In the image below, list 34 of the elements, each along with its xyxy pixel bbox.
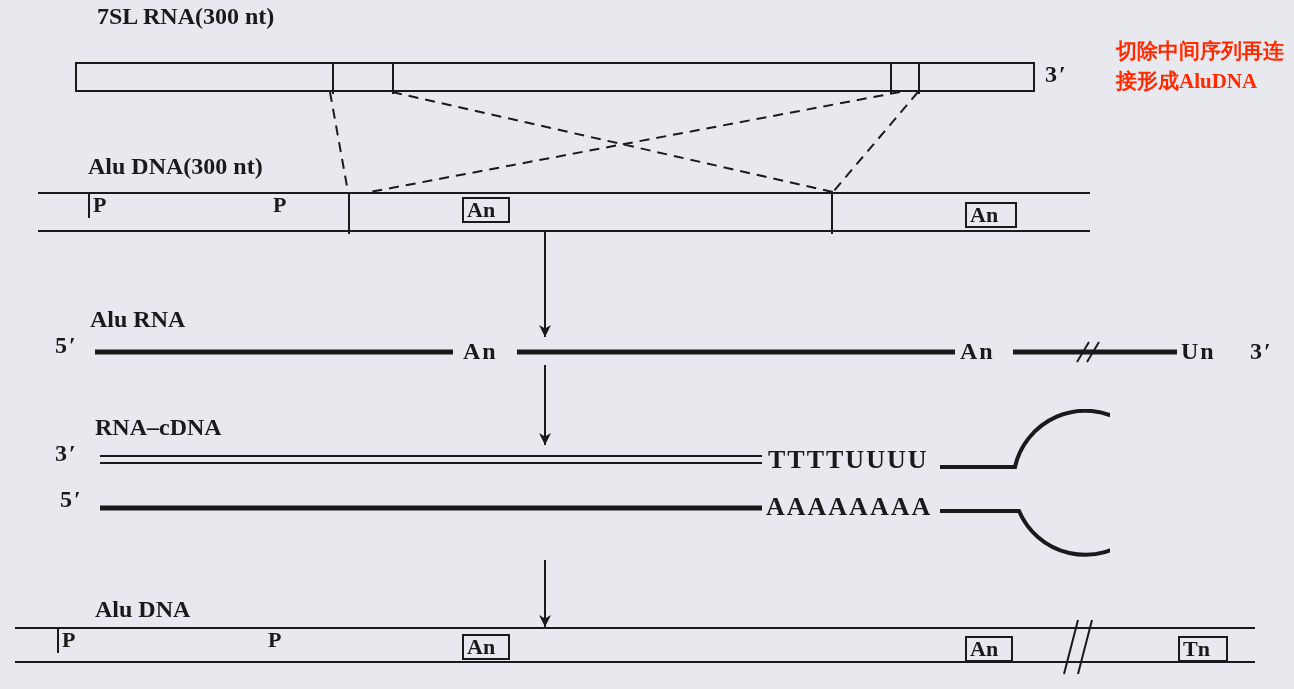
strand-label: Alu DNA(300 nt) [88, 152, 263, 180]
dashed-mapping-line [369, 91, 901, 193]
segment-label: P [88, 194, 128, 218]
segment-label: An [462, 634, 510, 660]
sequence-label: 3′ [1250, 337, 1273, 365]
dashed-mapping-line [832, 91, 919, 193]
segment-box [348, 194, 833, 234]
segment-label: An [462, 197, 510, 223]
arrow [539, 364, 551, 446]
segment-label: P [265, 629, 295, 653]
arrow [539, 231, 551, 338]
segment-label: Tn [1178, 636, 1228, 662]
segment-label: P [57, 629, 97, 653]
segment-box [890, 64, 920, 94]
sequence-label: Un [1181, 337, 1216, 365]
sequence-label: TTTTUUUU [768, 446, 929, 474]
strand-label: 7SL RNA(300 nt) [97, 2, 275, 30]
sequence-label: 5′ [55, 331, 78, 359]
strand-label: Alu RNA [90, 305, 186, 333]
segment-box [332, 64, 394, 94]
annotation-note: 切除中间序列再连接形成AluDNA [1116, 38, 1285, 95]
segment-label: An [965, 636, 1013, 662]
strand-label: RNA–cDNA [95, 413, 222, 441]
segment-label: P [270, 194, 300, 218]
arrow [539, 559, 551, 628]
sequence-label: 3′ [1045, 60, 1068, 88]
sequence-label: 3′ [55, 439, 78, 467]
sequence-label: An [960, 337, 995, 365]
sequence-label: AAAAAAAA [766, 493, 933, 521]
strand-label: Alu DNA [95, 595, 191, 623]
sequence-label: 5′ [60, 485, 83, 513]
dashed-mapping-line [391, 91, 834, 193]
segment-label: An [965, 202, 1017, 228]
sequence-label: An [463, 337, 498, 365]
